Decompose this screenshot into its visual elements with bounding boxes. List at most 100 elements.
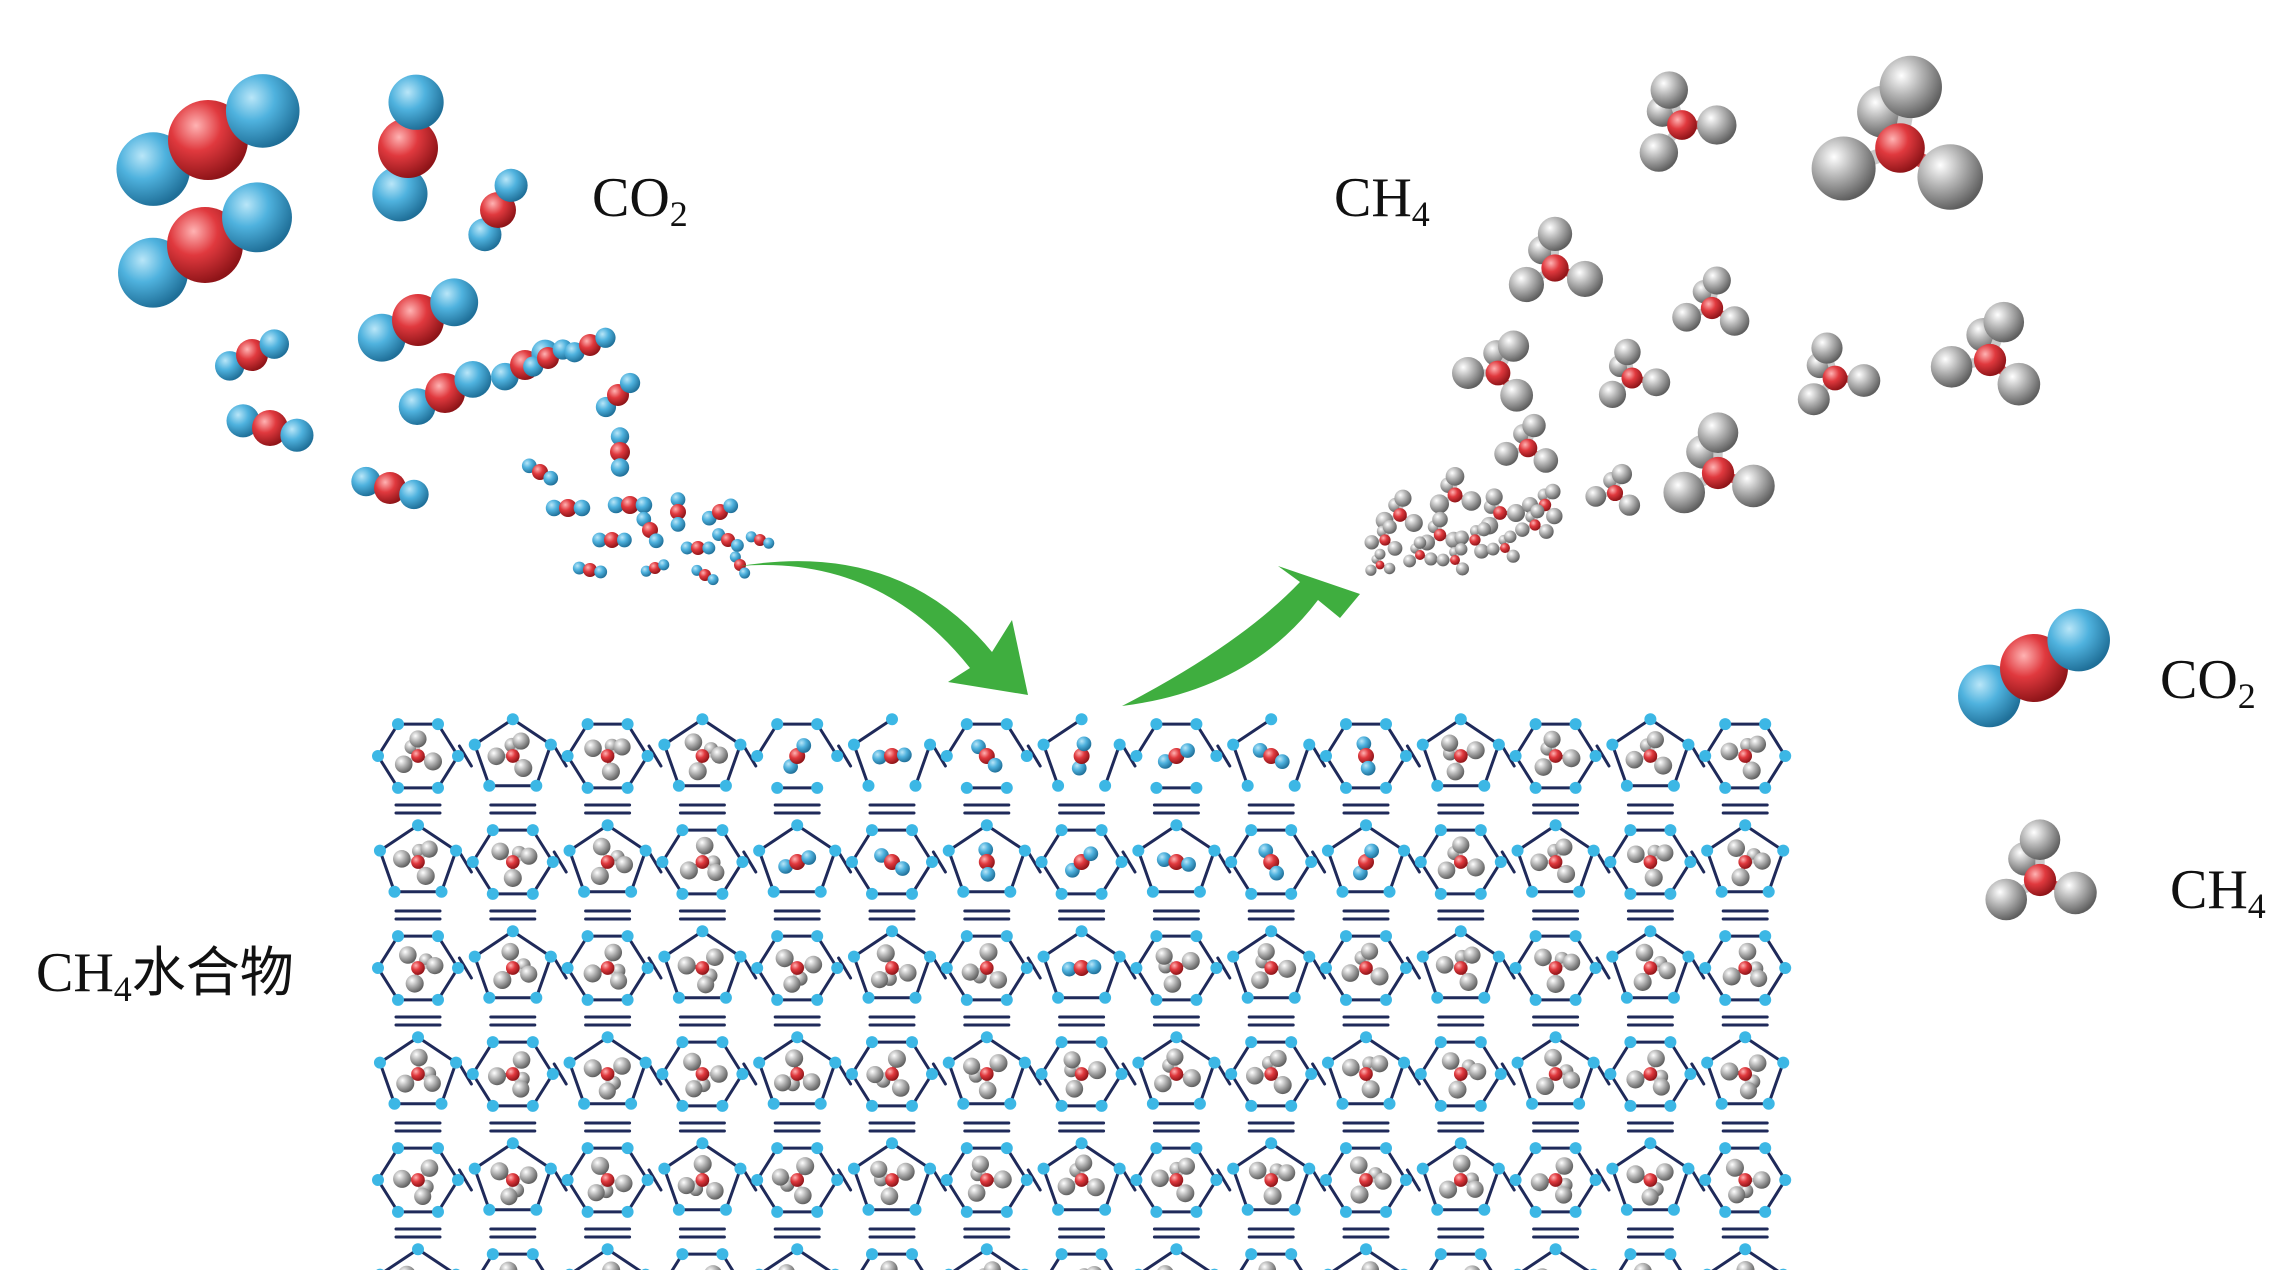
co2-guest-molecule [1258,843,1284,881]
hydrate-cage-icon [1511,1031,1600,1110]
hydrate-cage-icon [372,718,464,794]
co2-molecule [214,329,290,381]
co2-molecule [564,327,616,363]
ch4-guest-molecule [399,946,444,993]
ch4-guest-molecule [1626,1163,1674,1206]
ch4-guest-molecule [870,944,917,989]
ch4-guest-molecule [584,738,631,781]
ch4-guest-molecule [1151,1157,1196,1203]
ch4-guest-molecule [394,730,443,774]
hydrate-cage-icon [481,1248,545,1270]
ch4-guest-molecule [493,942,538,990]
hydrate-cage-icon [753,1031,842,1110]
hydrate-cage-icon [1606,713,1695,792]
hydrate-cage-icon [565,1243,650,1270]
hydrate-cage-icon [656,824,749,900]
hydrate-cage-icon [373,819,463,898]
ch4-molecule [1585,463,1641,516]
hydrate-cage-icon [1130,1142,1223,1218]
ch4-guest-molecule [1634,1262,1652,1270]
curved-arrow-up-icon [1122,566,1360,706]
ch4-guest-molecule [602,1261,621,1270]
hydrate-cage-icon [670,1248,735,1270]
ch4-guest-molecule [1349,1156,1392,1204]
co2-molecule [545,499,591,517]
molecule-legend [1958,608,2110,921]
ch4-guest-molecule [679,836,725,882]
co2-molecule [523,339,573,377]
curved-arrow-down-icon [740,561,1028,695]
legend-ch4-label: CH4 [2170,859,2266,926]
co2-guest-molecule [1356,736,1376,776]
hydrate-cage-icon [942,819,1031,898]
ch4-guest-molecule [583,943,628,990]
hydrate-cage-icon [561,718,654,794]
hydrate-cage-icon [1132,1031,1221,1110]
ch4-guest-molecule [1536,1048,1581,1096]
ch4-molecule [1494,413,1559,473]
co2-molecule [595,372,641,418]
co2-guest-molecule [1156,852,1196,872]
hydrate-cage-icon [846,824,938,900]
ch4-molecule [1797,332,1881,416]
hydrate-cage-icon [1606,1137,1695,1216]
hydrate-cage-icon [1416,713,1505,792]
ch4-guest-molecule [1245,1049,1292,1095]
hydrate-cage-icon [1703,1243,1788,1270]
ch4-guest-molecule [1530,838,1576,884]
hydrate-cage-icon [1320,718,1412,794]
ch4-guest-molecule [396,1048,441,1093]
ch4-guest-molecule [1361,1261,1380,1270]
ch4-guest-molecule [1057,1154,1105,1197]
hydrate-cage-icon [751,930,844,1006]
ch4-molecule [1672,266,1750,336]
hydrate-cage-icon [847,713,937,792]
ch4-molecule [1598,338,1671,408]
co2-molecule [116,74,300,206]
hydrate-cage-icon [940,718,1033,794]
co2-guest-molecule [1071,736,1092,776]
co2-guest-molecule [778,850,817,874]
ch4-guest-molecule [683,1052,728,1098]
ch4-guest-molecule [490,1162,538,1206]
hydrate-cage-icon [1513,1243,1598,1270]
ch4-molecule [1429,467,1482,514]
hydrate-cage-icon [1225,1036,1318,1112]
ch4-guest-molecule [1248,1161,1296,1205]
hydrate-cage-icon [940,930,1033,1006]
ch4-molecule [1811,55,1984,210]
hydrate-cage-icon [1132,819,1221,898]
ch4-guest-molecule [870,1160,915,1206]
hydrate-cage-icon [1429,1248,1493,1270]
hydrate-cage-icon [1037,1137,1126,1216]
ch4-guest-molecule [1342,1055,1389,1099]
ch4-molecule [1522,483,1563,525]
hydrate-cage-icon [1035,1036,1128,1112]
hydrate-cage-icon [656,1036,749,1112]
ch4-guest-molecule [1725,1158,1771,1204]
ch4-guest-molecule [1439,1154,1484,1199]
co2-molecule-icon [1958,608,2110,728]
ch4-guest-molecule [1258,1261,1277,1270]
hydrate-cage-icon [1414,824,1507,900]
co2-guest-molecule [971,739,1003,773]
hydrate-cage-icon [942,1031,1031,1110]
ch4-guest-molecule [1464,1265,1481,1270]
ch4-guest-molecule [491,842,538,887]
ch4-guest-molecule [1437,836,1485,880]
hydrate-cage-icon [1618,1248,1683,1270]
ch4-molecule [1403,536,1438,568]
ch4-guest-molecule [684,733,729,781]
hydrate-cage-icon [860,1248,924,1270]
hydrate-cage-icon [1511,819,1600,898]
hydrate-cage-icon [1604,824,1697,900]
legend-co2-label: CO2 [2160,649,2256,716]
hydrate-cage-icon [1130,718,1223,794]
hydrate-cage-icon [755,1243,840,1270]
hydrate-cage-icon [1606,925,1695,1004]
ch4-stream-label: CH4 [1334,167,1430,234]
ch4-guest-molecule [705,1265,722,1270]
co2-molecule [712,528,744,552]
hydrate-cage-icon [372,1142,464,1218]
